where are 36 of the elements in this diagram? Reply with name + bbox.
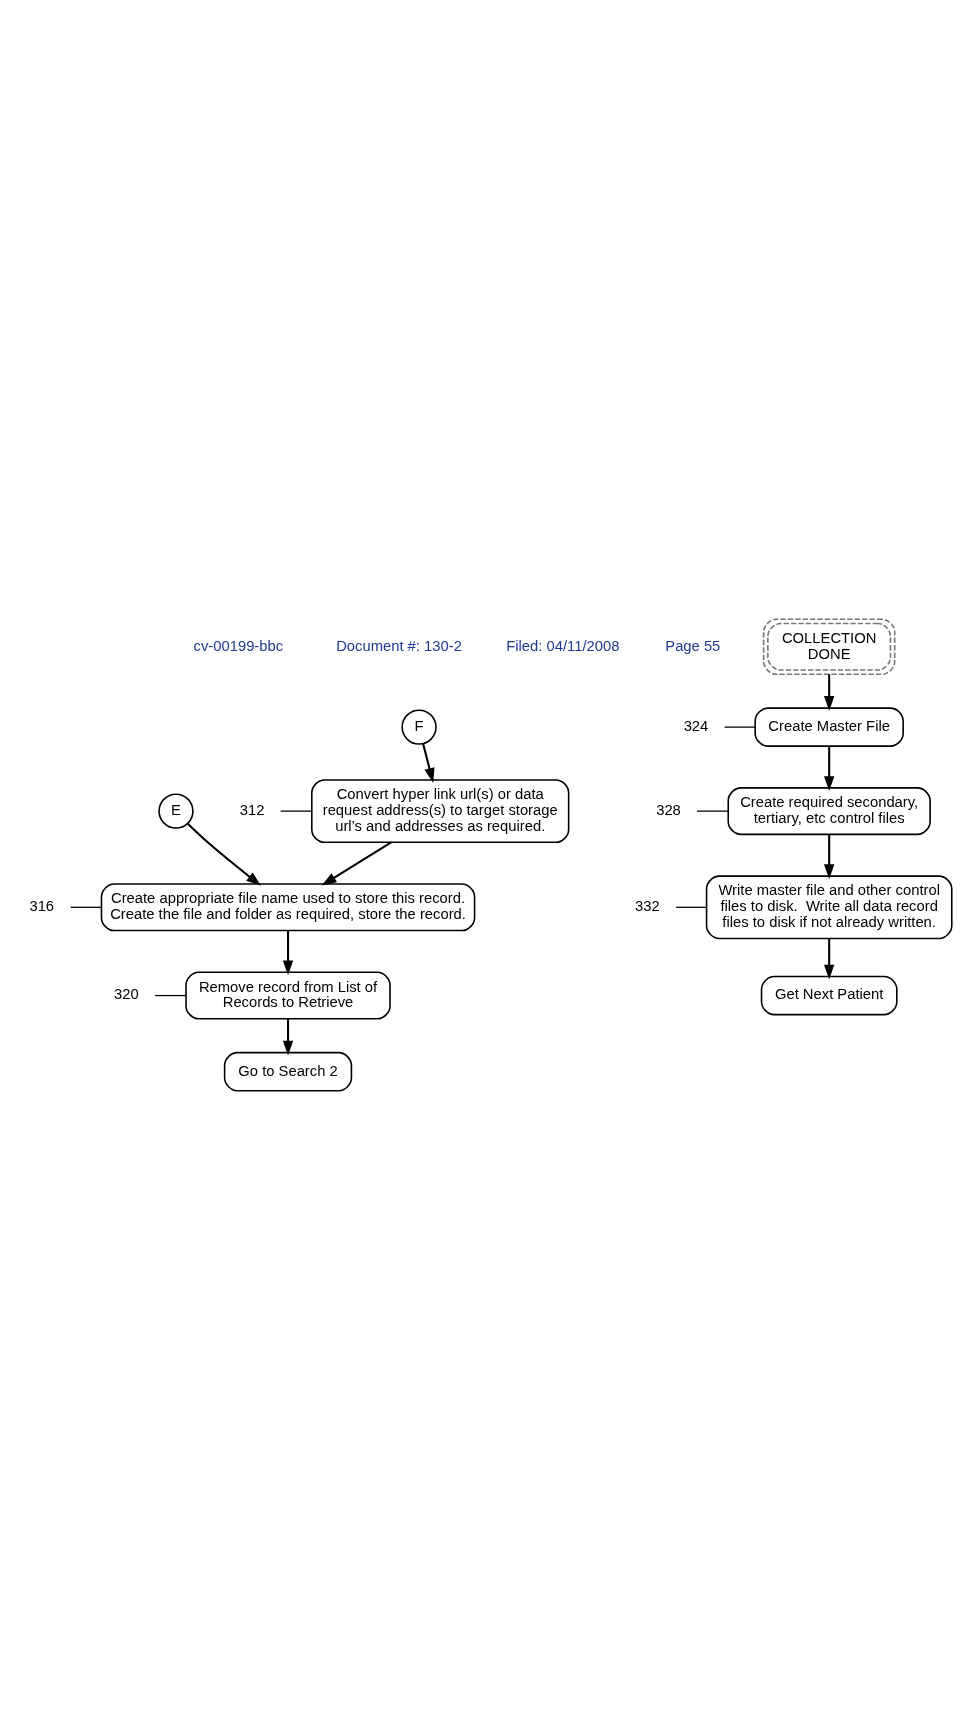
node-box: Write master file and other control files to disk. Write all data record files to disk if not already written. xyxy=(705,875,953,940)
node-text: 316 xyxy=(28,898,54,915)
node-circle: E xyxy=(157,793,194,829)
connector xyxy=(279,810,312,812)
arrow xyxy=(321,841,392,886)
connector xyxy=(153,994,186,997)
label: cv-00199-bbc xyxy=(193,637,283,654)
node-box: Remove record from List of Records to Retrieve xyxy=(184,971,391,1020)
label: Page 55 xyxy=(664,637,720,654)
connector xyxy=(69,906,102,908)
label: Filed: 04/11/2008 xyxy=(505,637,619,654)
arrow xyxy=(823,674,834,711)
node-box: Create appropriate file name used to store this record. Create the file and folder as required, store the record. xyxy=(100,883,475,932)
node-text: 312 xyxy=(239,802,264,819)
node-box: Convert hyper link url(s) or data request address(s) to target storage url’s and addresses as required. xyxy=(310,779,569,844)
arrow xyxy=(186,822,261,886)
node-circle: F xyxy=(400,709,437,745)
node-box: Create required secondary, tertiary, etc control files xyxy=(726,787,931,836)
connector xyxy=(675,906,707,908)
arrow xyxy=(823,834,834,880)
connector xyxy=(723,726,755,728)
arrow xyxy=(282,1018,293,1056)
arrow xyxy=(823,746,834,792)
node-box: Get Next Patient xyxy=(760,975,898,1016)
arrow xyxy=(421,743,435,783)
label: Document #: 130-2 xyxy=(335,637,462,654)
node-text: 320 xyxy=(113,986,139,1003)
node-text: 328 xyxy=(655,802,681,819)
arrow xyxy=(823,938,834,980)
node-text: 324 xyxy=(683,718,708,735)
connector xyxy=(695,810,729,812)
node-text: 332 xyxy=(634,898,660,915)
node-box: COLLECTION DONE xyxy=(762,618,895,676)
arrow xyxy=(282,931,293,976)
node-box: Create Master File xyxy=(753,707,904,747)
node-box: Go to Search 2 xyxy=(223,1051,352,1092)
